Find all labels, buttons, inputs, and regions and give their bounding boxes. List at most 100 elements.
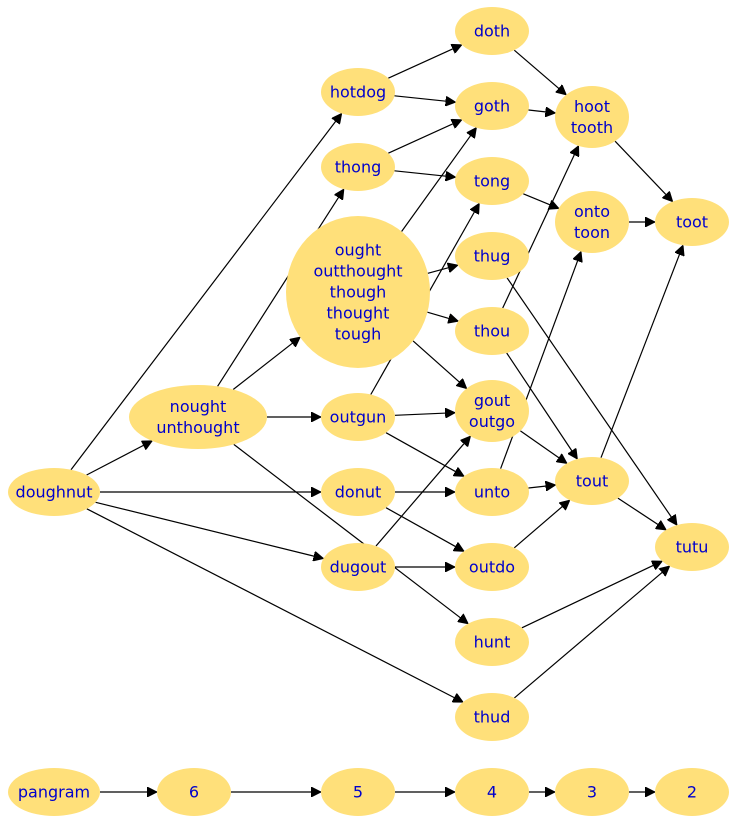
edge-thug-to-tutu: [506, 277, 677, 525]
node-thug: thug: [455, 232, 529, 280]
node-n2: 2: [655, 768, 729, 816]
node-doth: doth: [455, 7, 529, 55]
node-toot-shape: [655, 198, 729, 246]
edge-tout-to-toot: [600, 245, 683, 458]
edge-doughnut-to-dugout: [95, 501, 324, 558]
node-dugout: dugout: [321, 543, 395, 591]
node-label: thud: [474, 708, 511, 727]
node-label: donut: [335, 483, 382, 502]
node-n2-shape: [655, 768, 729, 816]
edge-nought-to-thong: [217, 189, 344, 387]
node-outgun: outgun: [321, 393, 395, 441]
edge-hotdog-to-doth: [388, 45, 461, 79]
node-label: dugout: [330, 558, 387, 577]
node-thou: thou: [455, 307, 529, 355]
node-label: doth: [474, 22, 510, 41]
node-thug-shape: [455, 232, 529, 280]
node-ought-shape: [286, 216, 430, 368]
node-n5: 5: [321, 768, 395, 816]
edge-thong-to-tong: [394, 170, 456, 177]
node-label: hoot: [574, 97, 610, 116]
edge-doughnut-to-hotdog: [70, 114, 342, 471]
node-hotdog-shape: [321, 68, 395, 116]
edge-thud-to-tutu: [514, 566, 669, 699]
edge-ought-to-thug: [427, 265, 458, 274]
node-hoot-shape: [555, 86, 629, 148]
node-outdo: outdo: [455, 543, 529, 591]
node-label: tong: [474, 172, 510, 191]
edge-thou-to-hoot: [502, 146, 579, 309]
node-dugout-shape: [321, 543, 395, 591]
node-label: outgun: [330, 408, 387, 427]
node-nought-shape: [129, 385, 267, 449]
node-tout: tout: [555, 457, 629, 505]
node-tutu: tutu: [655, 523, 729, 571]
node-doth-shape: [455, 7, 529, 55]
edge-outgun-to-unto: [385, 432, 464, 477]
node-label: gout: [474, 391, 510, 410]
node-n6-shape: [157, 768, 231, 816]
node-donut: donut: [321, 468, 395, 516]
edge-thong-to-goth: [388, 120, 461, 154]
node-onto: onto toon: [555, 191, 629, 253]
node-label: toot: [676, 213, 708, 232]
node-unto: unto: [455, 468, 529, 516]
node-label: outthought: [313, 262, 402, 281]
edge-gout-to-tout: [520, 430, 567, 464]
node-thong: thong: [321, 143, 395, 191]
node-label: though: [330, 283, 387, 302]
node-n4-shape: [455, 768, 529, 816]
node-label: tough: [335, 325, 382, 344]
node-toot: toot: [655, 198, 729, 246]
node-hunt: hunt: [455, 618, 529, 666]
edge-outgun-to-gout: [394, 413, 455, 416]
edges-layer: [70, 45, 683, 792]
node-label: thong: [335, 158, 382, 177]
edge-hunt-to-tutu: [521, 561, 662, 629]
node-tong: tong: [455, 157, 529, 205]
node-label: toon: [574, 223, 610, 242]
node-n3-shape: [555, 768, 629, 816]
node-n6: 6: [157, 768, 231, 816]
edge-tong-to-onto: [523, 193, 559, 209]
edge-unto-to-tout: [528, 485, 556, 488]
node-thong-shape: [321, 143, 395, 191]
edge-doughnut-to-thud: [86, 508, 463, 703]
node-label: unto: [474, 483, 510, 502]
node-label: tout: [576, 472, 608, 491]
edge-nought-to-ought: [232, 337, 300, 390]
node-n4: 4: [455, 768, 529, 816]
node-onto-shape: [555, 191, 629, 253]
node-donut-shape: [321, 468, 395, 516]
edge-donut-to-outdo: [385, 507, 464, 552]
node-label: 3: [587, 783, 597, 802]
node-label: outgo: [469, 412, 515, 431]
edge-hoot-to-toot: [614, 140, 673, 201]
edge-dugout-to-gout: [375, 436, 470, 547]
edge-outdo-to-tout: [513, 500, 569, 549]
edge-doughnut-to-nought: [86, 440, 153, 476]
edge-ought-to-thou: [427, 311, 458, 321]
node-label: 5: [353, 783, 363, 802]
node-tong-shape: [455, 157, 529, 205]
edge-hotdog-to-goth: [394, 95, 456, 102]
node-n3: 3: [555, 768, 629, 816]
node-outgun-shape: [321, 393, 395, 441]
node-label: ought: [335, 241, 382, 260]
node-label: 6: [189, 783, 199, 802]
edge-thou-to-tout: [506, 352, 578, 459]
node-gout: gout outgo: [455, 380, 529, 442]
edge-doth-to-hoot: [513, 49, 566, 95]
node-label: thou: [474, 322, 510, 341]
node-outdo-shape: [455, 543, 529, 591]
node-label: goth: [474, 97, 510, 116]
edge-ought-to-gout: [412, 340, 467, 389]
edge-nought-to-hunt: [233, 443, 468, 623]
node-label: tutu: [676, 538, 709, 557]
node-label: onto: [574, 202, 610, 221]
